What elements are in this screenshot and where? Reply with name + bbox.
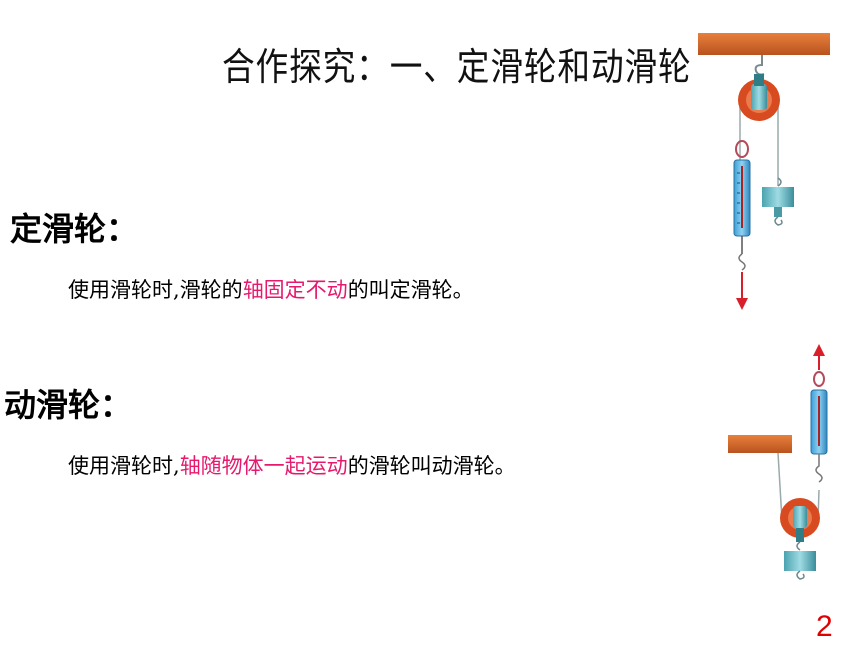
fixed-pulley-heading: 定滑轮： [10, 210, 139, 248]
movable-pulley-description: 使用滑轮时,轴随物体一起运动的滑轮叫动滑轮。 [68, 450, 516, 480]
movable-pulley-illustration [728, 344, 828, 580]
fixed-desc-before: 使用滑轮时,滑轮的 [68, 278, 243, 302]
movable-desc-highlight: 轴随物体一起运动 [179, 454, 348, 478]
fixed-desc-highlight: 轴固定不动 [242, 278, 348, 302]
hanging-weight [784, 551, 816, 571]
movable-desc-before: 使用滑轮时, [68, 454, 180, 478]
spring-scale-ring [735, 140, 749, 158]
pulley-axle-block [751, 84, 767, 110]
page-title: 合作探究：一、定滑轮和动滑轮 [222, 45, 692, 89]
hanging-weight [762, 187, 794, 207]
support-beam [728, 435, 792, 453]
ceiling-beam [698, 33, 830, 55]
fixed-desc-after: 的叫定滑轮。 [347, 278, 474, 302]
ceiling-hook [754, 55, 765, 76]
page-number: 2 [816, 610, 833, 643]
movable-desc-after: 的滑轮叫动滑轮。 [347, 454, 516, 478]
fixed-pulley-description: 使用滑轮时,滑轮的轴固定不动的叫定滑轮。 [68, 274, 474, 304]
movable-pulley-heading: 动滑轮： [4, 386, 133, 424]
fixed-pulley-illustration [698, 33, 830, 310]
